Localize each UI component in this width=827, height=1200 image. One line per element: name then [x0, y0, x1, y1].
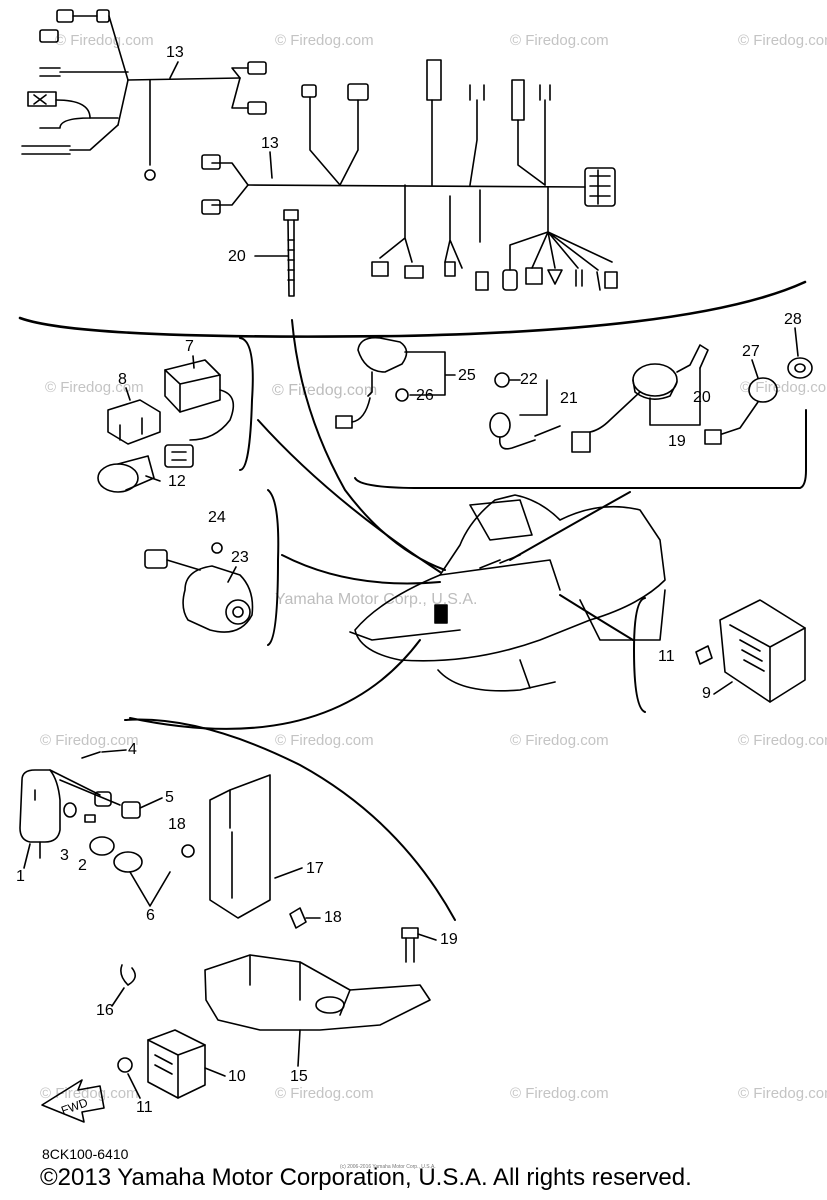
callout-label-3: 3 — [60, 847, 69, 864]
callout-label-22: 20 — [693, 389, 711, 406]
nut-11 — [695, 645, 713, 665]
callout-label-20: 20 — [228, 248, 246, 265]
socket-23 — [489, 412, 561, 450]
callout-label-26: 24 — [208, 509, 226, 526]
watermark: © Firedog.com — [738, 32, 827, 49]
cover-17 — [209, 774, 271, 919]
snowmobile-illustration — [349, 494, 666, 692]
wire-harness-14 — [21, 9, 267, 181]
watermark: © Firedog.com — [40, 732, 139, 749]
group-bracket-top — [18, 280, 807, 338]
main-switch-21 — [571, 344, 709, 453]
pointer-lines — [129, 319, 634, 730]
copyright-text: ©2013 Yamaha Motor Corporation, U.S.A. A… — [40, 1164, 692, 1191]
callout-label-13: 13 — [261, 135, 279, 152]
watermark: © Firedog.com — [740, 379, 827, 396]
callout-label-19: 19 — [440, 931, 458, 948]
callout-label-8: 8 — [118, 371, 127, 388]
cdi-unit-7 — [164, 359, 235, 441]
wire-harness-13 — [201, 59, 618, 291]
callout-label-15: 15 — [290, 1068, 308, 1085]
nut-18 — [181, 844, 195, 858]
ignition-coil-1 — [19, 769, 61, 859]
callout-label-10: 10 — [228, 1068, 246, 1085]
watermark-layer: © Firedog.com © Firedog.com © Firedog.co… — [40, 32, 827, 1102]
watermark: © Firedog.com — [510, 32, 609, 49]
callout-label-1: 1 — [16, 868, 25, 885]
callout-label-21: 19 — [668, 433, 686, 450]
small-print: (c) 2006-2016 Yamaha Motor Corp., U.S.A. — [340, 1164, 436, 1170]
callout-label-25: 23 — [231, 549, 249, 566]
fwd-arrow: FWD — [41, 1079, 105, 1123]
callout-label-7: 7 — [185, 338, 194, 355]
callout-label-30: 28 — [784, 311, 802, 328]
callout-label-29: 27 — [742, 343, 760, 360]
bracket-15 — [204, 954, 431, 1031]
watermark: © Firedog.com — [275, 732, 374, 749]
callout-label-14: 13 — [166, 44, 184, 61]
center-watermark: Yamaha Motor Corp., U.S.A. — [275, 591, 477, 608]
group-bracket-21-30 — [354, 409, 807, 489]
group-bracket-7-12 — [239, 337, 254, 471]
grommet-30 — [787, 357, 813, 379]
watermark: © Firedog.com — [738, 732, 827, 749]
callout-label-27: 25 — [458, 367, 476, 384]
group-bracket-25-26 — [267, 489, 280, 646]
bolt-19 — [401, 927, 419, 963]
plug-cap-5 — [49, 769, 141, 819]
nut-11b — [117, 1057, 133, 1073]
callout-label-2: 2 — [78, 857, 87, 874]
clamp-16 — [120, 964, 136, 986]
callout-label-4: 4 — [128, 741, 137, 758]
callout-label-11b: 11 — [136, 1099, 153, 1116]
bulb-28 — [395, 388, 409, 402]
sensor-29 — [704, 377, 778, 445]
actuator-25 — [144, 549, 254, 633]
connector-12 — [97, 444, 194, 493]
callout-label-24: 22 — [520, 371, 538, 388]
group-bracket-9-11 — [633, 597, 646, 713]
watermark: © Firedog.com — [275, 32, 374, 49]
callout-label-17: 17 — [306, 860, 324, 877]
watermark: © Firedog.com — [272, 382, 377, 399]
connector-8 — [107, 399, 161, 445]
callout-label-18b: 18 — [324, 909, 342, 926]
nut-18b — [289, 907, 307, 929]
callout-label-18: 18 — [168, 816, 186, 833]
callout-label-11: 11 — [658, 648, 675, 665]
watermark: © Firedog.com — [510, 732, 609, 749]
callout-label-5: 5 — [165, 789, 174, 806]
callout-label-28: 26 — [416, 387, 434, 404]
group-bracket-bottom — [124, 718, 456, 921]
callout-label-16: 16 — [96, 1002, 114, 1019]
watermark: © Firedog.com — [40, 1085, 139, 1102]
rectifier-10 — [147, 1029, 206, 1099]
callout-label-12: 12 — [168, 473, 186, 490]
rubber-caps-6 — [89, 836, 143, 873]
callout-label-9: 9 — [702, 685, 711, 702]
callout-label-6: 6 — [146, 907, 155, 924]
callout-label-23: 21 — [560, 390, 578, 407]
watermark: © Firedog.com — [55, 32, 154, 49]
bolt-2 — [84, 814, 96, 823]
watermark: © Firedog.com — [510, 1085, 609, 1102]
cable-tie-20 — [283, 209, 299, 297]
watermark: © Firedog.com — [45, 379, 144, 396]
bulb-24 — [494, 372, 510, 388]
part-code: 8CK100-6410 — [42, 1146, 129, 1162]
washer-3 — [63, 802, 77, 818]
watermark: © Firedog.com — [738, 1085, 827, 1102]
regulator-9 — [719, 599, 806, 703]
nut-26 — [211, 542, 223, 554]
clip-4 — [81, 751, 101, 759]
watermark: © Firedog.com — [275, 1085, 374, 1102]
